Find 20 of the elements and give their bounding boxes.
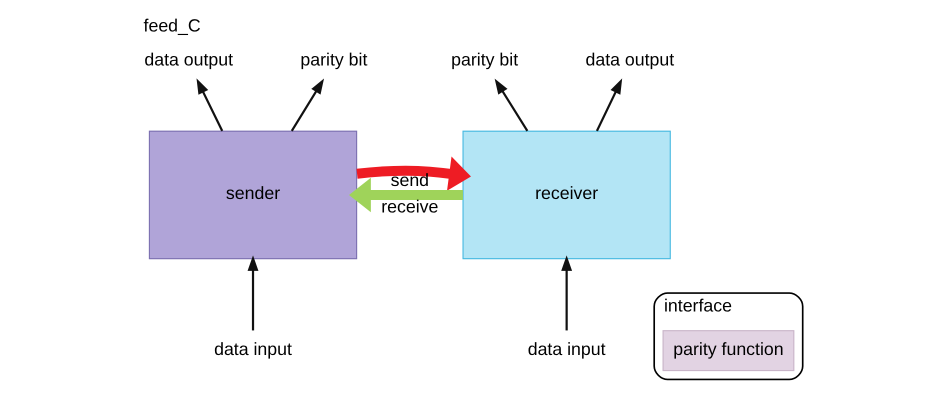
arrow bbox=[596, 78, 622, 132]
arrow bbox=[348, 178, 463, 212]
node-text: data output bbox=[144, 50, 234, 70]
arrow bbox=[196, 78, 224, 132]
arrow bbox=[248, 255, 258, 330]
arrow bbox=[290, 78, 324, 132]
arrow bbox=[494, 78, 528, 132]
node-box: parity function bbox=[662, 330, 794, 372]
node-text: parity bit bbox=[451, 50, 518, 70]
node-text: parity bit bbox=[300, 50, 368, 70]
edge-label: send bbox=[390, 170, 430, 190]
node-box: receiver bbox=[462, 130, 671, 260]
edge-label: receive bbox=[381, 196, 438, 216]
node-box: sender bbox=[148, 130, 358, 260]
diagram-title: feed_C bbox=[144, 15, 201, 36]
arrow bbox=[561, 255, 572, 330]
node-text: data input bbox=[528, 338, 606, 359]
node-text: data output bbox=[585, 50, 674, 70]
node-text: data input bbox=[214, 338, 292, 359]
arrow bbox=[356, 156, 471, 191]
